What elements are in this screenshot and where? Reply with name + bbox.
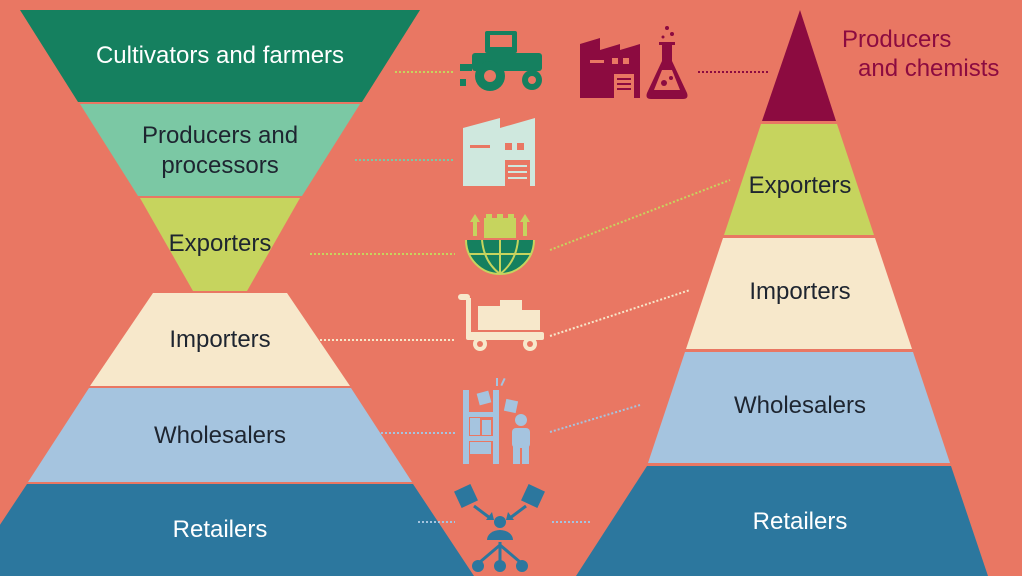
connector-right-importers bbox=[549, 289, 691, 337]
funnel-label-producers: Producers and processors bbox=[141, 122, 299, 179]
funnel-level-importers bbox=[90, 293, 350, 386]
factory-icon bbox=[580, 38, 640, 98]
producers-factory-icon bbox=[463, 118, 535, 186]
tractor-icon bbox=[460, 31, 542, 91]
pyramid-level-producers-chemists bbox=[762, 10, 836, 121]
pyramid-level-retailers bbox=[576, 466, 988, 576]
funnel-level-exporters bbox=[140, 198, 300, 291]
distribution-network-icon bbox=[454, 484, 545, 572]
funnel-level-retailers bbox=[0, 484, 474, 576]
connector-right-exporters bbox=[549, 179, 731, 251]
pyramid-level-importers bbox=[686, 238, 912, 349]
funnel-level-producers bbox=[80, 104, 360, 196]
pyramid-label-importers: Importers bbox=[749, 278, 851, 305]
pyramid-level-exporters bbox=[724, 124, 874, 235]
export-globe-icon bbox=[465, 214, 535, 275]
pyramid-top-label-line1: Producers bbox=[842, 26, 952, 53]
funnel-level-wholesalers bbox=[28, 388, 412, 482]
pyramid-label-retailers: Retailers bbox=[752, 508, 848, 535]
funnel-label-exporters: Exporters bbox=[168, 230, 272, 257]
pyramid-level-wholesalers bbox=[648, 352, 950, 463]
funnel-label-wholesalers: Wholesalers bbox=[153, 422, 287, 449]
funnel-label-importers: Importers bbox=[169, 326, 271, 353]
funnel-level-cultivators bbox=[20, 10, 420, 102]
pyramid-label-wholesalers: Wholesalers bbox=[733, 392, 867, 419]
chemistry-flask-icon bbox=[646, 26, 688, 99]
delivery-cart-icon bbox=[458, 294, 544, 351]
pyramid-label-exporters: Exporters bbox=[748, 172, 852, 199]
funnel-label-cultivators: Cultivators and farmers bbox=[95, 42, 345, 69]
pyramid-top-label-line2: and chemists bbox=[858, 55, 1000, 82]
funnel-label-retailers: Retailers bbox=[172, 516, 268, 543]
warehouse-worker-icon bbox=[463, 377, 530, 464]
connector-right-wholesalers bbox=[549, 404, 641, 433]
